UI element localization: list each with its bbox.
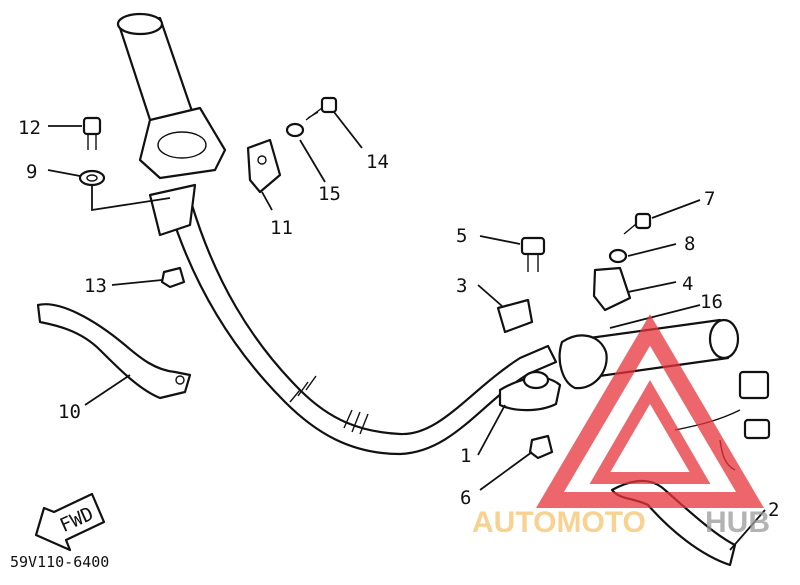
callout-6: 6 xyxy=(460,487,471,509)
watermark-text-automoto: AUTOMOTO xyxy=(472,506,646,539)
callout-15: 15 xyxy=(318,183,341,205)
watermark-triangle xyxy=(536,314,764,508)
callout-10: 10 xyxy=(58,401,81,423)
part-12-bolt xyxy=(82,116,102,150)
fwd-arrow: FWD xyxy=(34,492,106,552)
callout-7: 7 xyxy=(704,188,715,210)
part-7-screw xyxy=(623,212,652,235)
part-6-nut xyxy=(528,434,554,460)
callout-3: 3 xyxy=(456,275,467,297)
callout-labels: 12 9 13 10 11 15 14 5 3 1 6 7 8 4 16 2 xyxy=(18,117,779,521)
left-grip xyxy=(116,12,227,237)
callout-9: 9 xyxy=(26,161,37,183)
part-13-nut xyxy=(160,266,186,289)
part-14-screw xyxy=(305,96,338,121)
drawing-code: 59V110-6400 xyxy=(10,553,109,571)
callout-12: 12 xyxy=(18,117,41,139)
part-9-washer xyxy=(78,169,106,187)
part-3-clip xyxy=(496,298,534,334)
callout-14: 14 xyxy=(366,151,389,173)
callout-2: 2 xyxy=(768,499,779,521)
part-5-bolt xyxy=(520,236,546,272)
part-8-washer xyxy=(608,248,628,264)
part-11-clamp xyxy=(246,138,282,194)
callout-1: 1 xyxy=(460,445,471,467)
callout-4: 4 xyxy=(682,273,693,295)
part-4-holder xyxy=(592,266,632,312)
leader-lines xyxy=(47,111,766,551)
watermark-inner-triangle xyxy=(589,380,711,484)
callout-11: 11 xyxy=(270,217,293,239)
part-15-ring xyxy=(285,122,305,138)
callout-8: 8 xyxy=(684,233,695,255)
watermark-text-hub: HUB xyxy=(705,506,770,539)
callout-13: 13 xyxy=(84,275,107,297)
part-10-lever xyxy=(36,303,192,400)
callout-5: 5 xyxy=(456,225,467,247)
watermark: AUTOMOTO HUB xyxy=(472,314,770,539)
part-16-grip xyxy=(558,318,740,390)
callout-16: 16 xyxy=(700,291,723,313)
part-1-holder xyxy=(498,370,562,412)
